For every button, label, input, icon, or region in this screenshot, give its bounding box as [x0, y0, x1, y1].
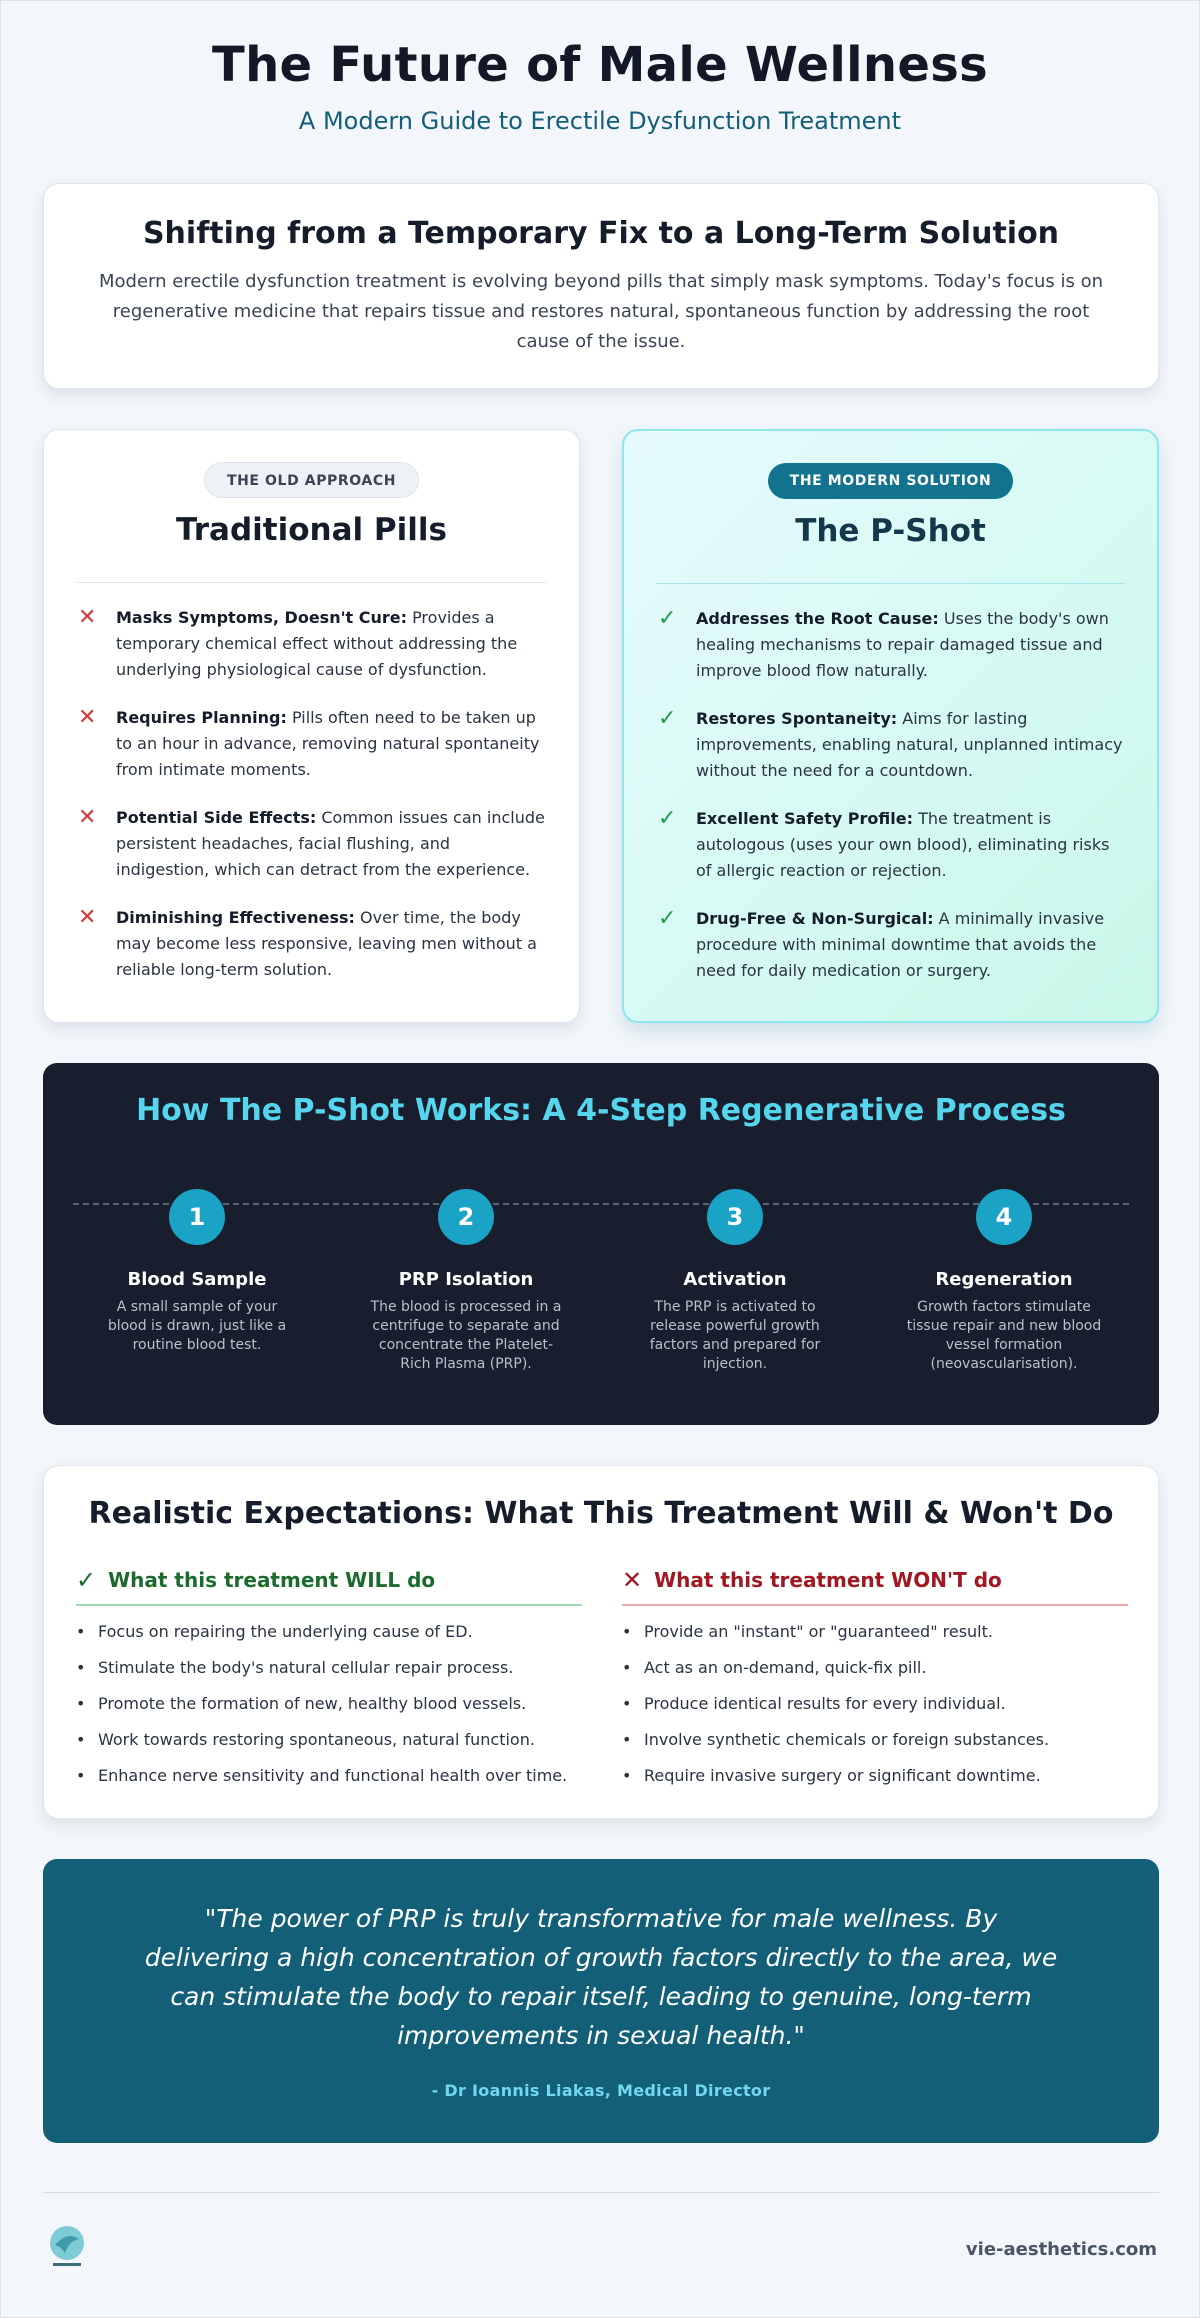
check-icon: ✓ [658, 606, 677, 631]
process-title: How The P-Shot Works: A 4-Step Regenerat… [136, 1093, 1066, 1128]
divider [76, 582, 547, 583]
process-dashed-line [73, 1203, 1129, 1205]
intro-body: Modern erectile dysfunction treatment is… [98, 271, 1104, 352]
page-title: The Future of Male Wellness [212, 37, 988, 93]
cross-icon: ✕ [78, 605, 97, 630]
wont-do-column: ✕ What this treatment WON'T do Provide an… [622, 1566, 1128, 1802]
cross-icon: ✕ [78, 905, 97, 930]
item-text: Common issues can include persistent hea… [116, 808, 545, 879]
list-item: Require invasive surgery or significant … [622, 1766, 1128, 1786]
process-section: How The P-Shot Works: A 4-Step Regenerat… [43, 1063, 1159, 1425]
process-step: 1 Blood Sample A small sample of your bl… [87, 1189, 307, 1355]
list-item: Produce identical results for every indi… [622, 1694, 1128, 1714]
process-step: 3 Activation The PRP is activated to rel… [625, 1189, 845, 1374]
process-step: 4 Regeneration Growth factors stimulate … [894, 1189, 1114, 1374]
list-item: Focus on repairing the underlying cause … [76, 1622, 582, 1642]
new-item: ✓ Drug-Free & Non-Surgical: A minimally i… [656, 906, 1125, 984]
intro-heading: Shifting from a Temporary Fix to a Long-… [142, 216, 1060, 251]
step-text: The blood is processed in a centrifuge t… [370, 1299, 562, 1372]
will-do-heading: ✓ What this treatment WILL do [76, 1566, 582, 1606]
vie-logo-icon[interactable] [47, 2225, 87, 2269]
will-do-heading-text: What this treatment WILL do [108, 1568, 436, 1592]
expectations-title: Realistic Expectations: What This Treatm… [88, 1496, 1114, 1531]
new-item: ✓ Restores Spontaneity: Aims for lasting … [656, 706, 1125, 784]
step-number-badge: 3 [707, 1189, 763, 1245]
quote-text: "The power of PRP is truly transformativ… [144, 1904, 1058, 2050]
item-title: Masks Symptoms, Doesn't Cure: [116, 608, 407, 627]
wont-do-list: Provide an "instant" or "guaranteed" res… [622, 1622, 1128, 1786]
page-subtitle: A Modern Guide to Erectile Dysfunction T… [298, 107, 902, 135]
old-item: ✕ Masks Symptoms, Doesn't Cure: Provides … [76, 605, 547, 683]
item-text: Provides a temporary chemical effect wit… [116, 608, 518, 679]
check-icon: ✓ [658, 706, 677, 731]
new-item: ✓ Excellent Safety Profile: The treatment… [656, 806, 1125, 884]
item-title: Drug-Free & Non-Surgical: [696, 909, 934, 928]
step-text: The PRP is activated to release powerful… [649, 1299, 821, 1372]
cross-icon: ✕ [78, 705, 97, 730]
comparison-section: THE OLD APPROACH Traditional Pills ✕ Mask… [43, 429, 1159, 1023]
old-item: ✕ Diminishing Effectiveness: Over time, t… [76, 905, 547, 983]
old-approach-title: Traditional Pills [176, 512, 447, 548]
old-approach-card: THE OLD APPROACH Traditional Pills ✕ Mask… [43, 429, 580, 1023]
item-text: Aims for lasting improvements, enabling … [696, 709, 1123, 780]
website-link[interactable]: vie-aesthetics.com [965, 2239, 1157, 2260]
item-text: A minimally invasive procedure with mini… [696, 909, 1105, 980]
list-item: Enhance nerve sensitivity and functional… [76, 1766, 582, 1786]
list-item: Work towards restoring spontaneous, natu… [76, 1730, 582, 1750]
item-text: Pills often need to be taken up to an ho… [116, 708, 540, 779]
step-title: Regeneration [935, 1269, 1073, 1290]
will-do-column: ✓ What this treatment WILL do Focus on re… [76, 1566, 582, 1802]
cross-icon: ✕ [622, 1566, 643, 1594]
new-item: ✓ Addresses the Root Cause: Uses the body… [656, 606, 1125, 684]
page-header: The Future of Male Wellness A Modern Gui… [1, 1, 1199, 161]
wont-do-heading: ✕ What this treatment WON'T do [622, 1566, 1128, 1606]
wont-do-heading-text: What this treatment WON'T do [654, 1568, 1002, 1592]
list-item: Involve synthetic chemicals or foreign s… [622, 1730, 1128, 1750]
step-number-badge: 4 [976, 1189, 1032, 1245]
step-title: Activation [683, 1269, 787, 1290]
old-item: ✕ Requires Planning: Pills often need to … [76, 705, 547, 783]
process-step: 2 PRP Isolation The blood is processed i… [356, 1189, 576, 1374]
step-number-badge: 2 [438, 1189, 494, 1245]
item-title: Potential Side Effects: [116, 808, 317, 827]
intro-card: Shifting from a Temporary Fix to a Long-… [43, 183, 1159, 389]
old-approach-badge: THE OLD APPROACH [203, 462, 420, 498]
item-title: Excellent Safety Profile: [696, 809, 913, 828]
check-icon: ✓ [658, 906, 677, 931]
modern-solution-title: The P-Shot [795, 513, 986, 549]
list-item: Promote the formation of new, healthy bl… [76, 1694, 582, 1714]
list-item: Stimulate the body's natural cellular re… [76, 1658, 582, 1678]
modern-solution-badge: THE MODERN SOLUTION [767, 463, 1014, 499]
list-item: Provide an "instant" or "guaranteed" res… [622, 1622, 1128, 1642]
quote-panel: "The power of PRP is truly transformativ… [43, 1859, 1159, 2143]
item-title: Restores Spontaneity: [696, 709, 898, 728]
footer-divider [43, 2192, 1159, 2193]
expectations-card: Realistic Expectations: What This Treatm… [43, 1465, 1159, 1819]
step-text: Growth factors stimulate tissue repair a… [906, 1299, 1102, 1372]
check-icon: ✓ [76, 1566, 97, 1594]
list-item: Act as an on-demand, quick-fix pill. [622, 1658, 1128, 1678]
will-do-list: Focus on repairing the underlying cause … [76, 1622, 582, 1786]
step-title: PRP Isolation [398, 1269, 534, 1290]
step-number-badge: 1 [169, 1189, 225, 1245]
item-title: Addresses the Root Cause: [696, 609, 939, 628]
item-text: Uses the body's own healing mechanisms t… [696, 609, 1109, 680]
check-icon: ✓ [658, 806, 677, 831]
item-text: Over time, the body may become less resp… [116, 908, 537, 979]
step-text: A small sample of your blood is drawn, j… [107, 1299, 287, 1353]
item-text: The treatment is autologous (uses your o… [696, 809, 1110, 880]
modern-solution-card: THE MODERN SOLUTION The P-Shot ✓ Addresse… [622, 429, 1159, 1023]
step-title: Blood Sample [127, 1269, 267, 1290]
divider [656, 583, 1125, 584]
item-title: Diminishing Effectiveness: [116, 908, 355, 927]
cross-icon: ✕ [78, 805, 97, 830]
quote-author: - Dr Ioannis Liakas, Medical Director [431, 2081, 771, 2100]
old-item: ✕ Potential Side Effects: Common issues c… [76, 805, 547, 883]
item-title: Requires Planning: [116, 708, 287, 727]
